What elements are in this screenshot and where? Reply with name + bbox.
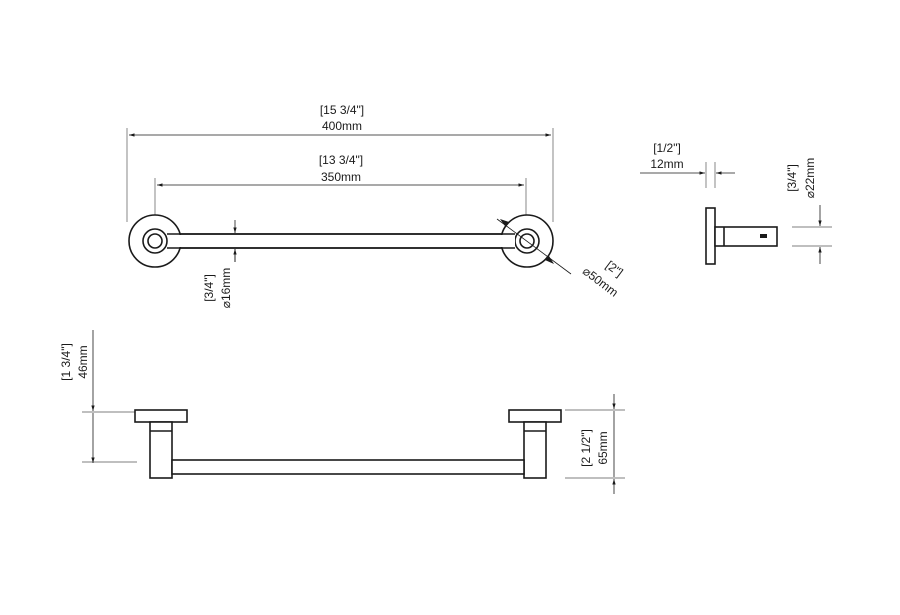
center-distance-mm-label: 350mm bbox=[321, 170, 361, 184]
side-flange-profile bbox=[705, 207, 716, 265]
side-post-profile bbox=[714, 226, 778, 247]
side-view: [1/2"] 12mm [3/4"] ⌀22mm bbox=[640, 141, 832, 265]
front-left-flange bbox=[134, 409, 188, 423]
bar-diameter-mm-label: ⌀16mm bbox=[219, 268, 233, 309]
front-bar bbox=[171, 459, 525, 475]
flange-diameter-arrow-lower bbox=[545, 256, 554, 264]
flange-diameter-leader bbox=[496, 218, 572, 275]
height-inch-label: [1 3/4"] bbox=[59, 343, 73, 381]
projection-mm-label: 65mm bbox=[596, 431, 610, 464]
bar-top-view-fill bbox=[168, 235, 515, 247]
post-diameter-mm-label: ⌀22mm bbox=[803, 158, 817, 199]
overall-length-inch-label: [15 3/4"] bbox=[320, 103, 364, 117]
flange-diameter-arrow-upper bbox=[500, 219, 509, 226]
left-flange-bar-end bbox=[147, 233, 163, 249]
center-distance-inch-label: [13 3/4"] bbox=[319, 153, 363, 167]
overall-length-mm-label: 400mm bbox=[322, 119, 362, 133]
side-post-slot bbox=[760, 234, 767, 238]
thickness-mm-label: 12mm bbox=[650, 157, 683, 171]
top-view: [15 3/4"] 400mm [13 3/4"] 350mm [3/4"] ⌀… bbox=[126, 103, 626, 309]
bar-diameter-inch-label: [3/4"] bbox=[202, 274, 216, 302]
projection-inch-label: [2 1/2"] bbox=[579, 429, 593, 467]
front-right-flange bbox=[508, 409, 562, 423]
post-diameter-inch-label: [3/4"] bbox=[785, 164, 799, 192]
thickness-inch-label: [1/2"] bbox=[653, 141, 681, 155]
front-left-post bbox=[149, 421, 173, 479]
height-mm-label: 46mm bbox=[76, 345, 90, 378]
front-right-post bbox=[523, 421, 547, 479]
front-view: [1 3/4"] 46mm [2 1/2"] 65mm bbox=[59, 330, 625, 494]
